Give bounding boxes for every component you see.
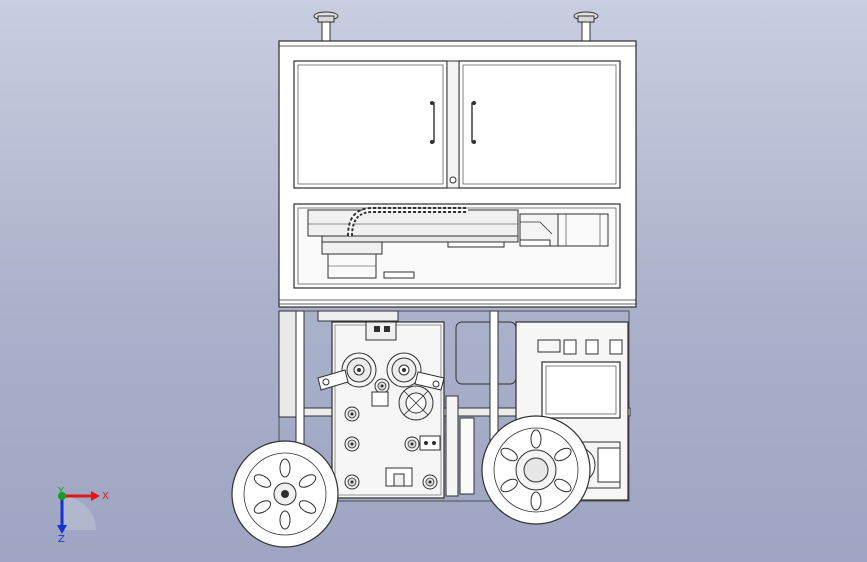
control-box [541, 361, 621, 419]
wheel-cutout [279, 458, 291, 478]
wheel-cutout [554, 447, 572, 462]
wheel-cutout [530, 491, 542, 511]
door-handle-right [471, 101, 476, 144]
coordinate-triad: X Y Z [57, 486, 109, 545]
leveling-foot-right [573, 11, 599, 43]
drag-chain [347, 207, 468, 237]
wheel-cutout [279, 510, 291, 530]
cabinet-door-left [293, 60, 448, 189]
rotary-hub [371, 385, 434, 421]
center-rail [445, 395, 475, 497]
wheel-cutout [500, 478, 518, 493]
door-divider [446, 60, 460, 189]
leveling-foot-left [313, 11, 339, 43]
wheel-cutout [500, 447, 518, 462]
wheel-cutout [530, 429, 542, 449]
z-axis-label: Z [58, 534, 65, 545]
guide-roller-center [374, 378, 390, 394]
wheel-cutout [253, 500, 272, 514]
linear-rail [307, 209, 519, 243]
wheel-left [231, 440, 339, 548]
cabinet-door-right [458, 60, 621, 189]
support-rod-right [489, 310, 499, 452]
servo-motor-vertical [321, 239, 551, 279]
clamp-base [385, 467, 413, 487]
swing-arm-left [317, 369, 349, 391]
x-axis-label: X [102, 491, 109, 502]
y-axis-point [58, 492, 66, 500]
wheel-cutout [554, 478, 572, 493]
wheel-cutout [298, 474, 317, 488]
terminal-connectors [563, 339, 623, 355]
small-knob-block [419, 435, 441, 451]
wheel-cutout [298, 500, 317, 514]
lower-frame [278, 310, 631, 502]
wheel-right [481, 415, 591, 525]
wheel-spokes [253, 429, 572, 530]
support-rod-left [295, 310, 305, 452]
top-bracket [365, 321, 397, 341]
y-axis-label: Y [57, 486, 65, 497]
door-handle-left [430, 101, 435, 144]
wheel-cutout [253, 474, 272, 488]
swing-arm-right [414, 371, 445, 391]
